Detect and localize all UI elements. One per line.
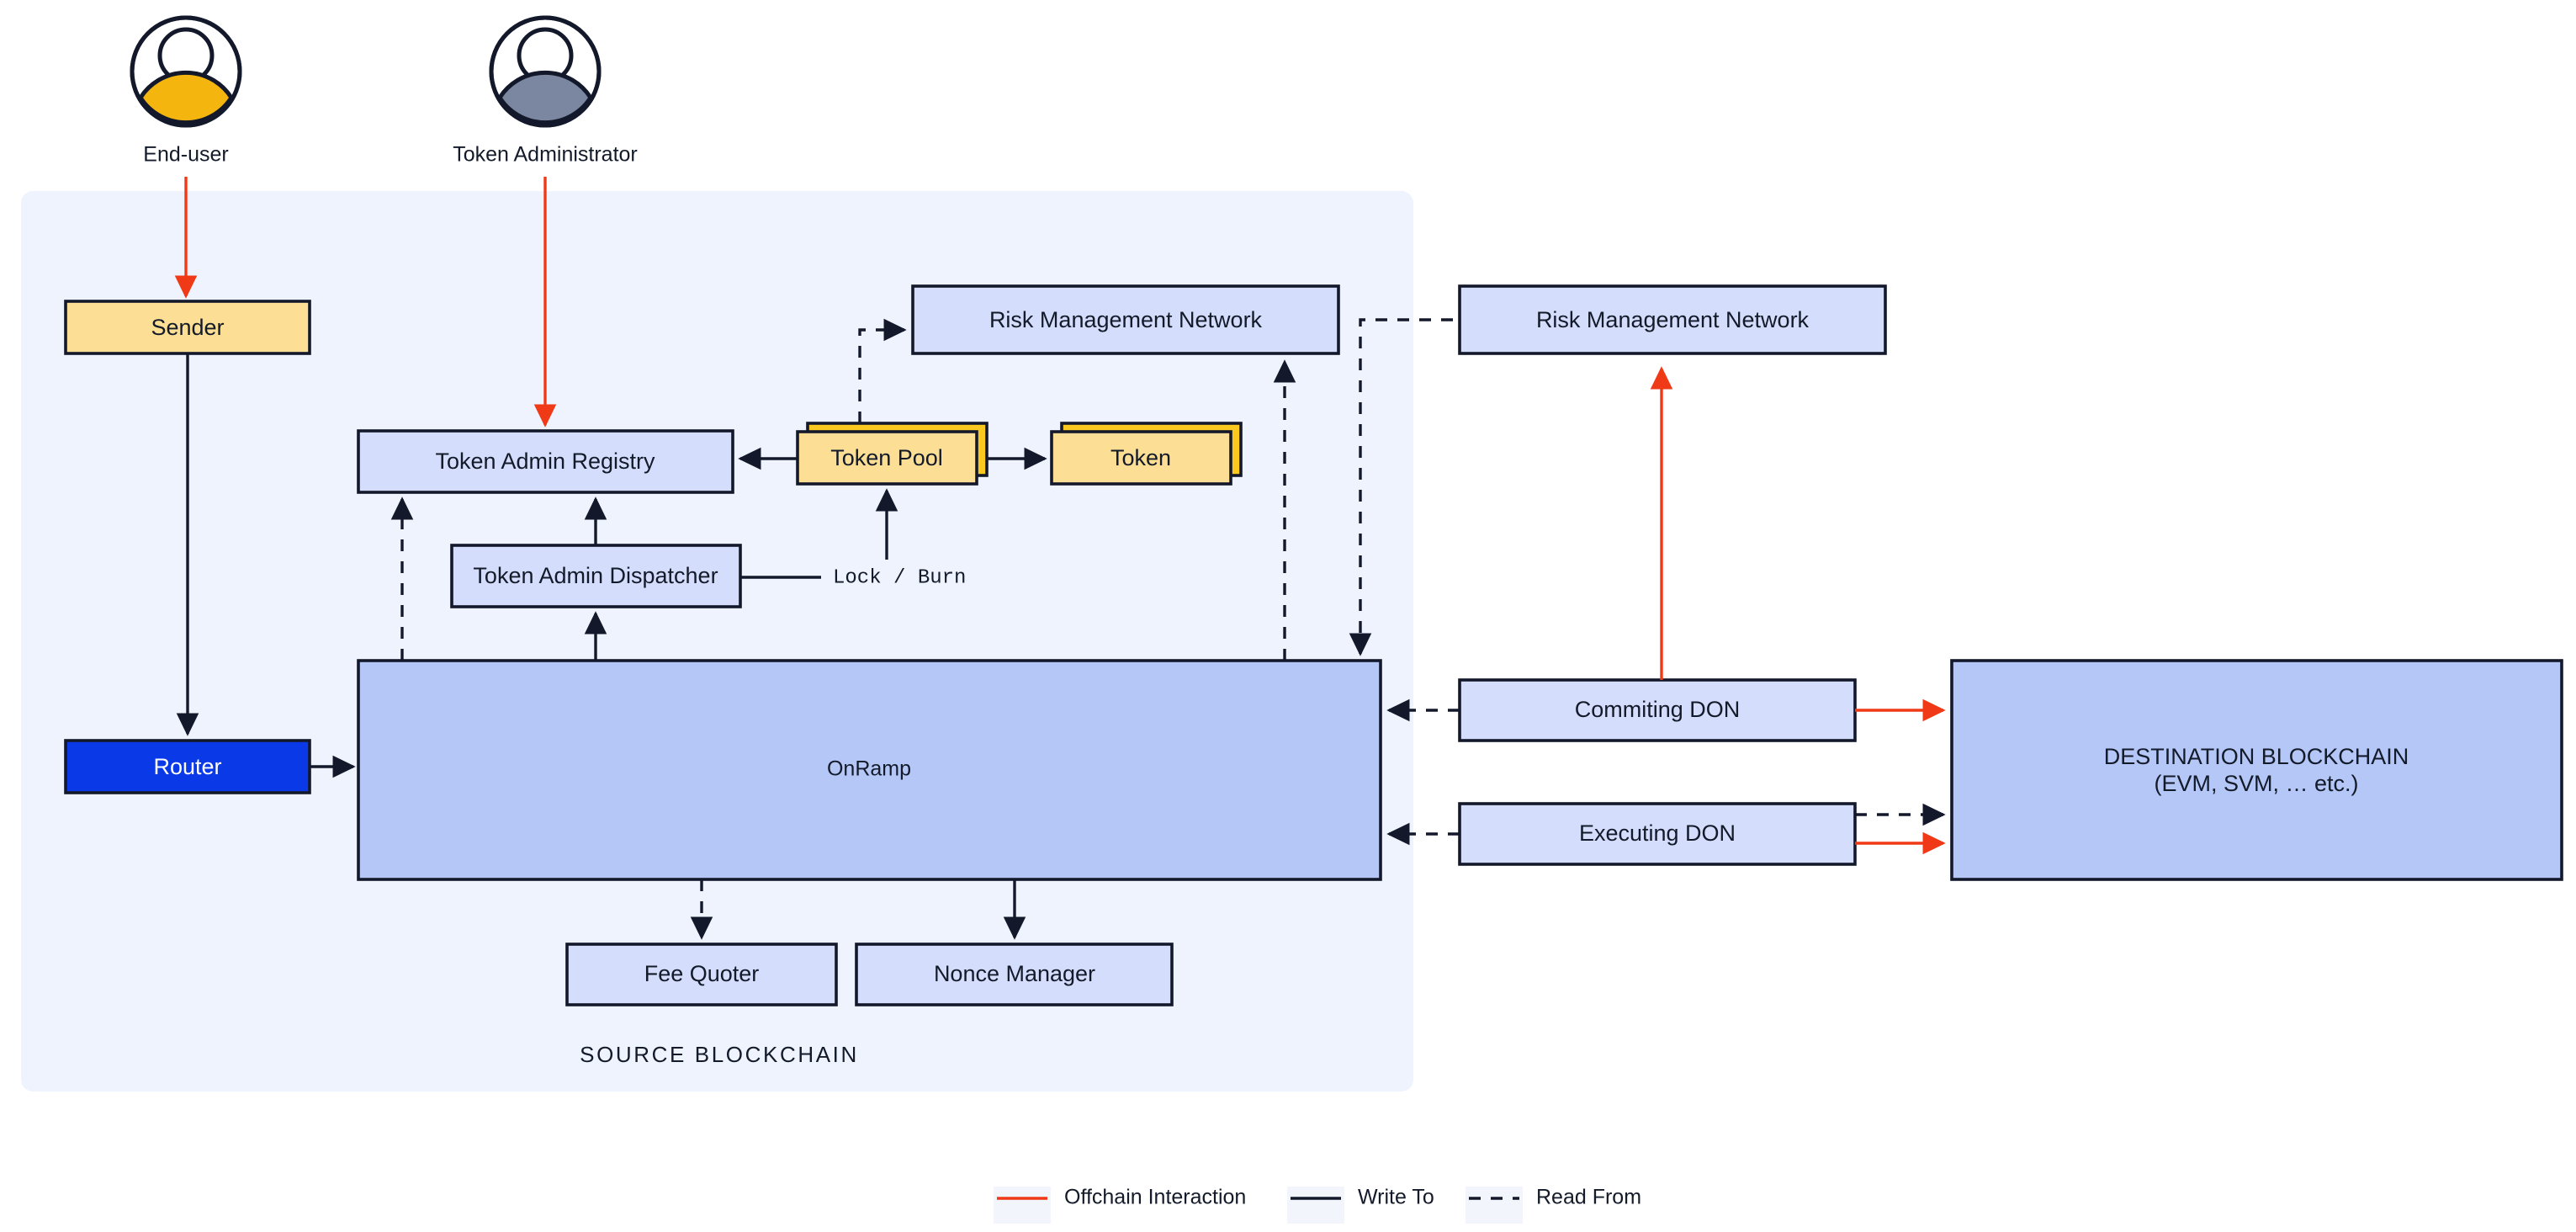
node-token-admin-registry[interactable]: Token Admin Registry <box>357 429 734 494</box>
node-destination-blockchain-label-line1: DESTINATION BLOCKCHAIN <box>2104 744 2409 769</box>
edge-offchain-rmn-reads-onramp <box>1349 318 1453 656</box>
node-token-admin-dispatcher-label: Token Admin Dispatcher <box>473 563 718 588</box>
legend-label-offchain-interaction: Offchain Interaction <box>1064 1186 1246 1209</box>
legend-item-read-from: Read From <box>1466 1186 1641 1224</box>
node-risk-management-network-offchain-label: Risk Management Network <box>1536 307 1810 332</box>
legend-item-offchain-interaction: Offchain Interaction <box>994 1186 1246 1224</box>
node-destination-blockchain-label-line2: (EVM, SVM, … etc.) <box>2154 771 2358 796</box>
actor-label-token-administrator: Token Administrator <box>453 143 638 167</box>
node-router-label: Router <box>153 754 221 779</box>
legend-label-write-to: Write To <box>1358 1186 1434 1209</box>
node-onramp-label: OnRamp <box>827 757 911 781</box>
legend-item-write-to: Write To <box>1287 1186 1434 1224</box>
node-executing-don[interactable]: Executing DON <box>1458 802 1857 866</box>
node-onramp[interactable]: OnRamp <box>357 659 1382 881</box>
node-token-pool-label: Token Pool <box>830 445 943 470</box>
avatar-token-administrator <box>489 15 602 128</box>
node-sender[interactable]: Sender <box>64 300 311 355</box>
legend-label-read-from: Read From <box>1536 1186 1641 1209</box>
actor-label-end-user: End-user <box>143 143 228 167</box>
avatar-end-user <box>130 15 242 128</box>
edge-token-pool-reads-rmn <box>858 318 907 423</box>
node-router[interactable]: Router <box>64 739 311 794</box>
node-token[interactable]: Token <box>1050 422 1243 486</box>
node-fee-quoter-label: Fee Quoter <box>644 961 760 986</box>
node-risk-management-network-source-label: Risk Management Network <box>989 307 1263 332</box>
legend: Offchain Interaction Write To Read From <box>994 1186 1641 1224</box>
node-risk-management-network-offchain[interactable]: Risk Management Network <box>1458 284 1887 355</box>
node-token-label: Token <box>1110 445 1171 470</box>
node-nonce-manager-label: Nonce Manager <box>934 961 1095 986</box>
node-token-admin-registry-label: Token Admin Registry <box>435 449 655 474</box>
node-sender-label: Sender <box>151 315 224 340</box>
node-token-pool[interactable]: Token Pool <box>796 422 989 486</box>
source-blockchain-zone-label: SOURCE BLOCKCHAIN <box>580 1042 859 1067</box>
edge-label-lock-burn: Lock / Burn <box>833 566 966 589</box>
node-nonce-manager[interactable]: Nonce Manager <box>855 943 1174 1006</box>
node-commiting-don[interactable]: Commiting DON <box>1458 678 1857 742</box>
node-executing-don-label: Executing DON <box>1579 820 1736 846</box>
node-destination-blockchain[interactable]: DESTINATION BLOCKCHAIN (EVM, SVM, … etc.… <box>1950 659 2563 881</box>
node-commiting-don-label: Commiting DON <box>1575 697 1741 722</box>
node-risk-management-network-source[interactable]: Risk Management Network <box>911 284 1340 355</box>
node-fee-quoter[interactable]: Fee Quoter <box>565 943 838 1006</box>
node-token-admin-dispatcher[interactable]: Token Admin Dispatcher <box>450 544 742 608</box>
